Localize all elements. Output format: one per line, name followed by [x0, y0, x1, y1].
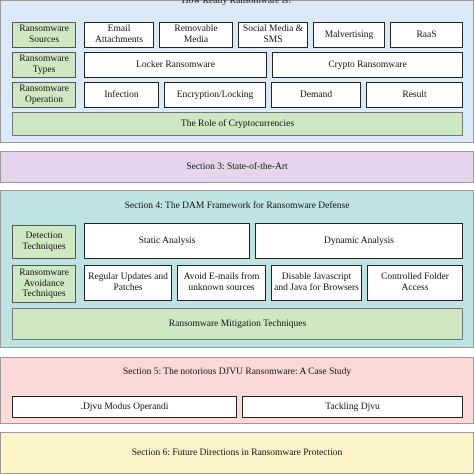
operation-demand: Demand	[271, 82, 361, 108]
static-analysis-box: Static Analysis	[84, 223, 250, 259]
section-3-panel: Section 3: State-of-the-Art	[0, 151, 474, 183]
tackling-djvu-box: Tackling Djvu	[242, 396, 463, 418]
section-4-title: Section 4: The DAM Framework for Ransomw…	[124, 201, 350, 211]
section-5-title: Section 5: The notorious DJVU Ransomware…	[122, 367, 352, 377]
ransomware-operation-label: Ransomware Operation	[12, 82, 76, 108]
source-email-attachments: Email Attachments	[84, 22, 154, 48]
ransomware-sources-label: Ransomware Sources	[12, 22, 76, 48]
avoid-unknown-emails-box: Avoid E-mails from unknown sources	[177, 265, 266, 301]
section-6-title: Section 6: Future Directions in Ransomwa…	[131, 448, 343, 458]
section-2-title: How Really Ransomware is?	[181, 0, 293, 6]
operation-result: Result	[366, 82, 463, 108]
avoidance-techniques-label: Ransomware Avoidance Techniques	[12, 265, 76, 303]
source-social-media-sms: Social Media & SMS	[238, 22, 308, 48]
source-raas: RaaS	[390, 22, 463, 48]
djvu-modus-operandi-box: .Djvu Modus Operandi	[12, 396, 237, 418]
ransomware-types-label: Ransomware Types	[12, 52, 76, 78]
dynamic-analysis-box: Dynamic Analysis	[255, 223, 463, 259]
mitigation-techniques-bar: Ransomware Mitigation Techniques	[12, 308, 463, 340]
source-removable-media: Removable Media	[159, 22, 233, 48]
controlled-folder-access-box: Controlled Folder Access	[367, 265, 463, 301]
section-3-title: Section 3: State-of-the-Art	[186, 162, 288, 172]
operation-infection: Infection	[84, 82, 159, 108]
disable-javascript-java-box: Disable Javascript and Java for Browsers	[271, 265, 362, 301]
type-crypto-ransomware: Crypto Ransomware	[272, 52, 463, 78]
regular-updates-patches-box: Regular Updates and Patches	[84, 265, 172, 301]
section-6-panel: Section 6: Future Directions in Ransomwa…	[0, 432, 474, 474]
source-malvertising: Malvertising	[313, 22, 385, 48]
type-locker-ransomware: Locker Ransomware	[84, 52, 267, 78]
role-of-cryptocurrencies-bar: The Role of Cryptocurrencies	[12, 112, 463, 136]
detection-techniques-label: Detection Techniques	[12, 225, 76, 259]
operation-encryption-locking: Encryption/Locking	[164, 82, 266, 108]
